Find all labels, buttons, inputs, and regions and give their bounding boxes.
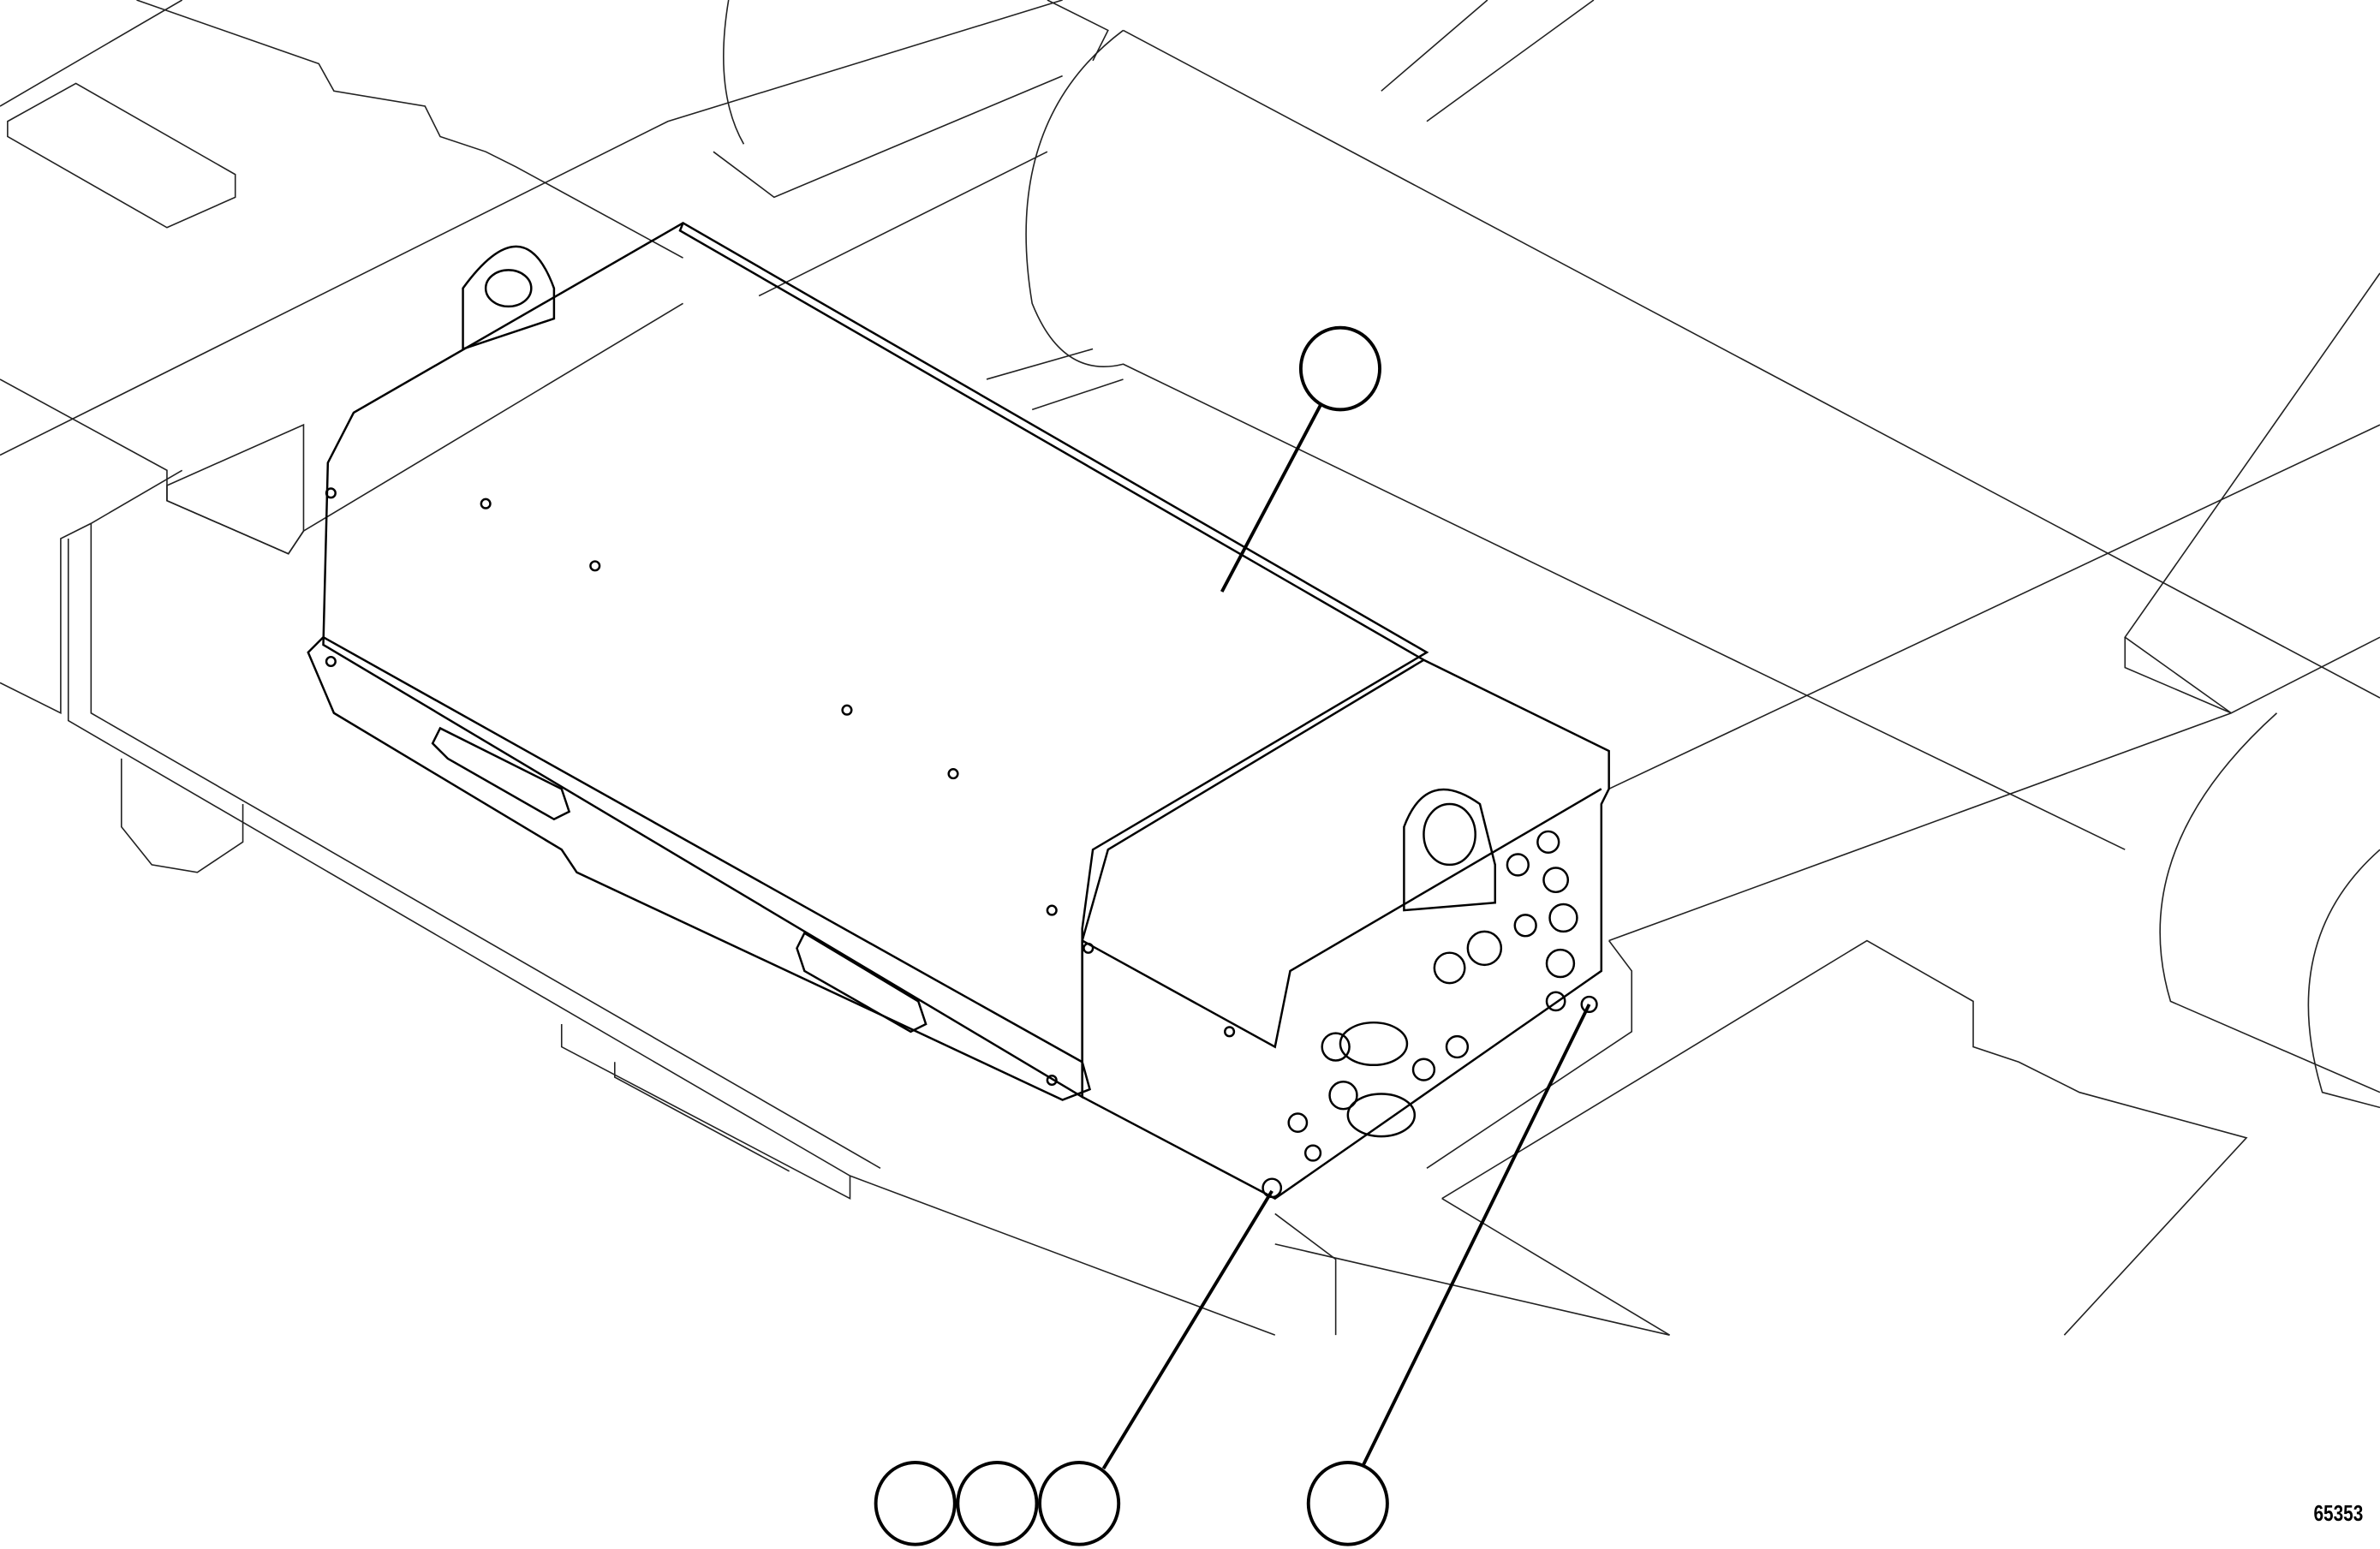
callout-bottom-2	[956, 1461, 1039, 1546]
callout-cover	[1298, 325, 1381, 412]
callout-bolt-right	[1306, 1461, 1389, 1546]
machine-frame	[0, 0, 2380, 1336]
leader-line	[1361, 1004, 1591, 1467]
callouts	[874, 325, 1591, 1546]
callout-bottom-1	[874, 1461, 957, 1546]
battery-box	[307, 222, 1610, 1200]
figure-number: 65353	[2313, 1500, 2363, 1526]
leader-line	[1220, 404, 1322, 593]
leader-line	[1101, 1189, 1274, 1470]
callout-bottom-3	[1038, 1461, 1121, 1546]
